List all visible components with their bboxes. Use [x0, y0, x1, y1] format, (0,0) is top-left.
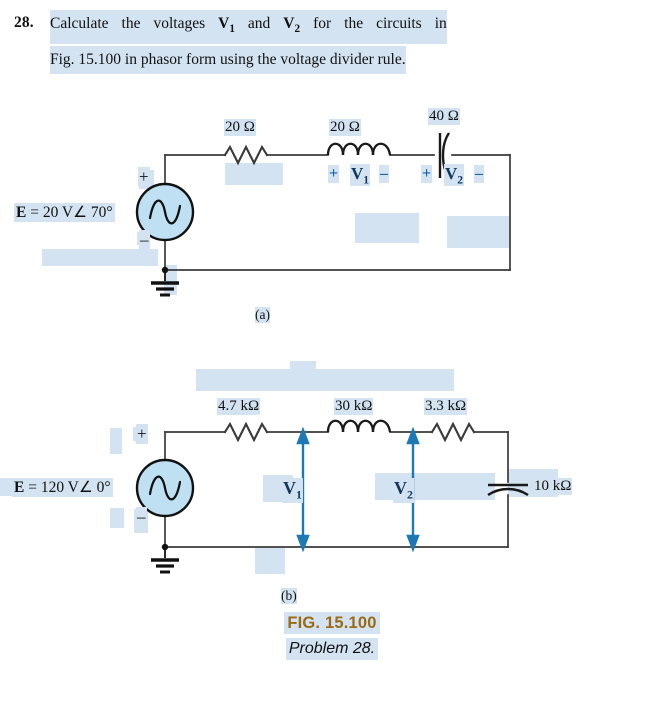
v2-plus-a: +: [421, 165, 433, 183]
source-symbol-e-a: E: [16, 204, 27, 221]
v1-arrow-b: [296, 426, 310, 553]
highlight-block: [290, 361, 316, 371]
source-plus-b: +: [136, 424, 148, 444]
variable-v1: V1: [218, 15, 235, 36]
word-the-2: the: [344, 15, 364, 32]
v1-plus-a: +: [328, 165, 340, 183]
capacitor-label-a: 40 Ω: [428, 108, 460, 125]
v1-minus-a: –: [379, 165, 389, 183]
word-and: and: [247, 15, 271, 32]
variable-v2: V2: [283, 15, 301, 36]
v2-label-a: V2: [444, 164, 465, 187]
highlight-block: [225, 163, 283, 185]
subfigure-label-b: (b): [281, 588, 297, 604]
circuit-diagram-b: [135, 419, 529, 574]
word-circuits: circuits: [376, 15, 422, 32]
resistor1-label-b: 4.7 kΩ: [217, 398, 261, 415]
word-the: the: [121, 15, 141, 32]
highlight-block: [255, 548, 285, 574]
word-voltages: voltages: [153, 15, 206, 32]
source-value-b: = 120 V∠ 0°: [24, 479, 111, 496]
source-label-a: E = 20 V∠ 70°: [14, 203, 115, 222]
highlight-block: [447, 216, 510, 248]
highlight-block: [196, 369, 454, 391]
resistor-label-a: 20 Ω: [224, 119, 256, 136]
highlight-block: [110, 428, 122, 454]
highlight-block: [355, 213, 419, 243]
inductor-label-b: 30 kΩ: [334, 398, 374, 415]
v1-label-a: V1: [350, 164, 371, 187]
source-plus-a: +: [138, 167, 150, 187]
figure-subtitle: Problem 28.: [285, 638, 379, 660]
v1-label-b: V1: [282, 478, 303, 503]
subfigure-label-a: (a): [255, 307, 270, 323]
inductor-label-a: 20 Ω: [329, 119, 361, 136]
v2-label-b: V2: [393, 478, 414, 503]
v2-minus-a: –: [474, 165, 484, 183]
figure-number: FIG. 15.100: [284, 612, 380, 634]
capacitor-label-b: 10 kΩ: [533, 478, 573, 495]
problem-number: 28.: [14, 14, 34, 31]
word-for: for: [313, 15, 332, 32]
figure-caption: FIG. 15.100 Problem 28.: [0, 612, 664, 660]
source-value-a: = 20 V∠ 70°: [26, 204, 113, 221]
source-minus-b: –: [136, 507, 147, 527]
problem-line-2: Fig. 15.100 in phasor form using the vol…: [50, 46, 406, 75]
source-label-b: E = 120 V∠ 0°: [12, 478, 113, 497]
v2-arrow-b: [406, 426, 420, 553]
highlight-block: [42, 249, 158, 266]
highlight-block: [110, 508, 124, 528]
resistor2-label-b: 3.3 kΩ: [424, 398, 468, 415]
word-calculate: Calculate: [50, 15, 109, 32]
source-minus-a: –: [139, 230, 150, 250]
circuit-diagram-a: [135, 132, 511, 297]
word-in: in: [434, 15, 447, 32]
source-symbol-e-b: E: [14, 479, 25, 496]
